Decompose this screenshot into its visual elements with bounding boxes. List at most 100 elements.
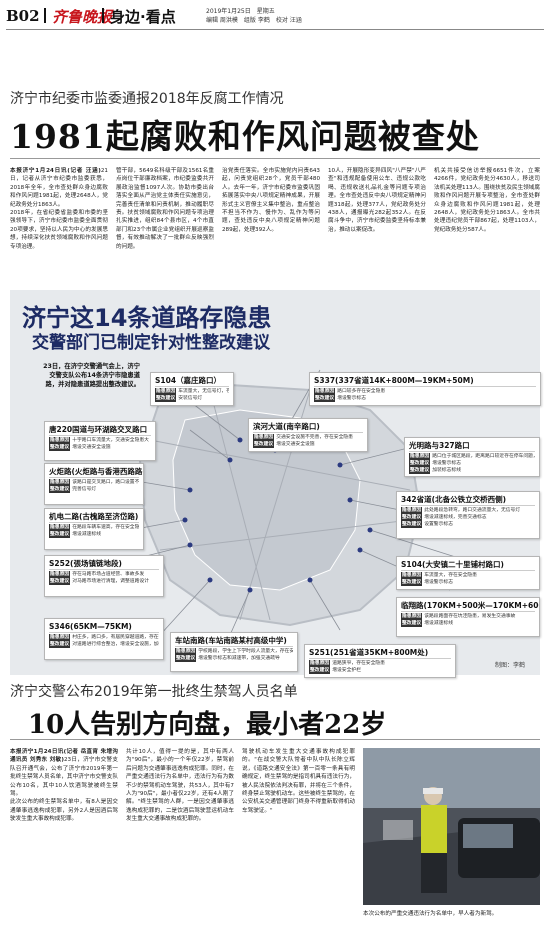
hazard-key: 隐患原因: [49, 634, 71, 641]
map-subtitle: 交警部门已制定针对性整改建议: [32, 333, 270, 353]
dateline: 本报济宁1月24日讯(记者 岳直宵 朱增沟 通讯员 刘秀东 刘敏): [10, 749, 118, 764]
hazard-key: 隐患原因: [175, 648, 197, 655]
hazard-text: 学校路段，学生上下学时段人流量大，存在安全隐患: [198, 649, 293, 654]
fix-key: 整改建议: [309, 667, 331, 674]
road-card: S104(大安镇二十里铺村路口)隐患原因车流量大，存在安全隐患整改建议增设警示标…: [396, 556, 540, 590]
hazard-key: 隐患原因: [401, 613, 423, 620]
article2-column-3: 驾驶机动车发生重大交通事故构成犯罪的。"在战交警大队常者中队中队长陈立辉说，《道…: [242, 749, 355, 814]
road-name: 机电二路(古槐路至济岱路): [49, 512, 139, 523]
road-name: S104（嘉庄路口）: [155, 375, 229, 387]
hazard-text: 此处路段急转弯，路口交通流量大，无信号灯: [424, 508, 521, 513]
fix-line: 整改建议增设警示标志: [409, 460, 535, 467]
road-name: S252(張场镇链地段): [49, 558, 159, 570]
fix-text: 增设安全护栏: [332, 668, 361, 673]
map-credit: 制图：李鹤: [495, 662, 526, 669]
article2-headline: 10人告别方向盘，最小者22岁: [28, 710, 387, 740]
section-title: 身边·看点: [110, 8, 176, 26]
fix-text: 增设警示标志: [337, 396, 366, 401]
hazard-text: 路口较多存在安全隐患: [337, 389, 386, 394]
article1-column-2: 管干部，5649名科级干部及1561名重点岗位干部廉政档案，市纪委监委共开展政治…: [116, 168, 214, 250]
fix-text: 增设警示标志: [424, 580, 453, 585]
fix-line: 整改建议增设警示标志和减速带，加强交通疏导: [175, 655, 293, 662]
hazard-text: 路口位于城区路段，距离路口较近存在停车问题，大车通行存在安全隐患: [432, 454, 535, 459]
fix-line: 整改建议增设交通安全设施: [49, 444, 151, 451]
fix-key: 整改建议: [253, 441, 275, 448]
fix-key: 整改建议: [401, 579, 423, 586]
road-card: 342省道(北备公铁立交桥西侧)隐患原因此处路段急转弯，路口交通流量大，无信号灯…: [396, 491, 540, 539]
article1-column-1: 本报济宁1月24日讯(记者 汪涵)21日，记者从济宁市纪委市监委获悉，2018年…: [10, 167, 108, 289]
fix-line: 整改建议增设警示标志: [401, 579, 535, 586]
hazard-line: 隐患原因路口较多存在安全隐患: [314, 388, 536, 395]
article2-kicker: 济宁交警公布2019年第一批终生禁驾人员名单: [10, 684, 298, 700]
fix-key: 整改建议: [49, 444, 71, 451]
road-card: 临翔路(170KM+500米—170KM+600米)隐患原因该路段路面存在坑洼隐…: [396, 597, 540, 637]
map-intro: 23日，在济宁交警通气会上，济宁交警支队公布14条济宁市隐患道路，并对隐患道路提…: [43, 363, 140, 388]
fix-key: 整改建议: [401, 521, 423, 528]
article1-column-3: 治党责任落实。全市实施党内问责643起，问责党组织28个，党员干部480人。去年…: [222, 168, 320, 233]
hazard-key: 隐患原因: [401, 507, 423, 514]
fix-text: 增设减速标线，完善交通标志: [424, 515, 487, 520]
paragraph: 本报济宁1月24日讯(记者 岳直宵 朱增沟 通讯员 刘秀东 刘敏)23日，济宁市…: [10, 748, 118, 798]
fix-line: 整改建议对马路市场进行清理，调整道路设计: [49, 578, 159, 585]
fix-key: 整改建议: [49, 531, 71, 538]
photo-illustration: [363, 748, 540, 905]
hazard-key: 隐患原因: [49, 479, 71, 486]
fix-key: 整改建议: [155, 395, 177, 402]
road-name: 临翔路(170KM+500米—170KM+600米): [401, 601, 540, 612]
fix-text: 增设交通安全设施: [72, 445, 111, 450]
fix-text: 增设减速标线: [424, 621, 453, 626]
article1-column-5: 机关共接受信访举报6651件次，立案4266件，党纪政务处分4630人，移送司法…: [434, 168, 540, 233]
paragraph: 此次公布的终生禁驾名单中，有8人是因交通肇事逃逸构成犯罪，另外2人是因酒后驾驶发…: [10, 798, 118, 823]
hazard-text: 交通安全设施不完善，存在安全隐患: [276, 435, 353, 440]
hazard-key: 隐患原因: [49, 437, 71, 444]
hazard-key: 隐患原因: [155, 388, 177, 395]
hazard-text: 村庄多，路口多，有居民穿越道路，存在安全隐患: [72, 635, 159, 640]
road-name: 滨河大道(南辛路口): [253, 421, 363, 433]
header-divider: [44, 8, 46, 23]
headline-rule: [10, 739, 540, 740]
fix-line-2: 整改建议设置警示标志: [401, 521, 535, 528]
fix-key: 整改建议: [314, 395, 336, 402]
fix-key: 整改建议: [175, 655, 197, 662]
hazard-text: 车流量大，无信号灯，存在安全隐患: [178, 389, 229, 394]
fix-text: 加装标志标线: [432, 468, 461, 473]
issue-date: 2019年1月25日 星期五: [206, 8, 275, 15]
fix-text: 完善信号灯: [72, 487, 97, 492]
hazard-line: 隐患原因该路段路面存在坑洼隐患，易发生交通事故: [401, 613, 535, 620]
hazard-text: 道路狭窄，存在安全隐患: [332, 661, 385, 666]
hazard-line: 隐患原因十字路口车流量大，交通安全隐患大: [49, 437, 151, 444]
hazard-key: 隐患原因: [314, 388, 336, 395]
page-number: B02: [6, 7, 40, 25]
hazard-key: 隐患原因: [49, 571, 71, 578]
fix-key: 整改建议: [401, 620, 423, 627]
road-card: S251(251省道35KM+800M处)隐患原因道路狭窄，存在安全隐患整改建议…: [304, 644, 456, 678]
article1-headline: 1981起腐败和作风问题被查处: [10, 117, 480, 156]
traffic-police-photo: [363, 748, 540, 905]
editor-credits: 编辑 周洪模 组版 李鹤 校对 汪涵: [206, 17, 302, 24]
road-name: S346(65KM—75KM): [49, 621, 159, 633]
hazard-line: 隐患原因交通安全设施不完善，存在安全隐患: [253, 434, 363, 441]
fix-line-2: 整改建议加装标志标线: [409, 467, 535, 474]
road-card: 火炬路(火炬路与香港西路路口)隐患原因该路口是交叉路口，路口设置不完善整改建议完…: [44, 463, 144, 505]
hazard-key: 隐患原因: [253, 434, 275, 441]
hazard-line: 隐患原因道路狭窄，存在安全隐患: [309, 660, 451, 667]
road-card: 光明路与327路口隐患原因路口位于城区路段，距离路口较近存在停车问题，大车通行存…: [404, 437, 540, 477]
paragraph-text: 21日，记者从济宁市纪委市监委获悉，2018年全年，全市查处群众身边腐败和作风问…: [10, 168, 108, 208]
fix-text: 对道路进行综合整治，增设安全设施，加强交通管理: [72, 642, 159, 647]
paragraph-text: 此次公布的终生禁驾名单中，有8人是因交通肇事逃逸构成犯罪，另外2人是因酒后驾驶发…: [10, 799, 118, 823]
article2-column-1: 本报济宁1月24日讯(记者 岳直宵 朱增沟 通讯员 刘秀东 刘敏)23日，济宁市…: [10, 748, 118, 918]
paragraph-text: 23日，济宁市交警支队召开通气会，公布了济宁市2019年第一批终生禁驾人员名单，…: [10, 757, 118, 798]
hazard-line: 隐患原因在路段车辆车速高，存在安全隐患: [49, 524, 139, 531]
road-card: 滨河大道(南辛路口)隐患原因交通安全设施不完善，存在安全隐患整改建议增设交通安全…: [248, 418, 368, 452]
road-name: 342省道(北备公铁立交桥西侧): [401, 494, 535, 506]
fix-key: 整改建议: [49, 578, 71, 585]
fix-line: 整改建议增设交通安全设施: [253, 441, 363, 448]
fix-key: 整改建议: [401, 514, 423, 521]
hazard-line: 隐患原因车流量大，存在安全隐患: [401, 572, 535, 579]
page-header: B02 齐鲁晚报 身边·看点 2019年1月25日 星期五 编辑 周洪模 组版 …: [0, 0, 550, 30]
fix-key: 整改建议: [409, 467, 431, 474]
